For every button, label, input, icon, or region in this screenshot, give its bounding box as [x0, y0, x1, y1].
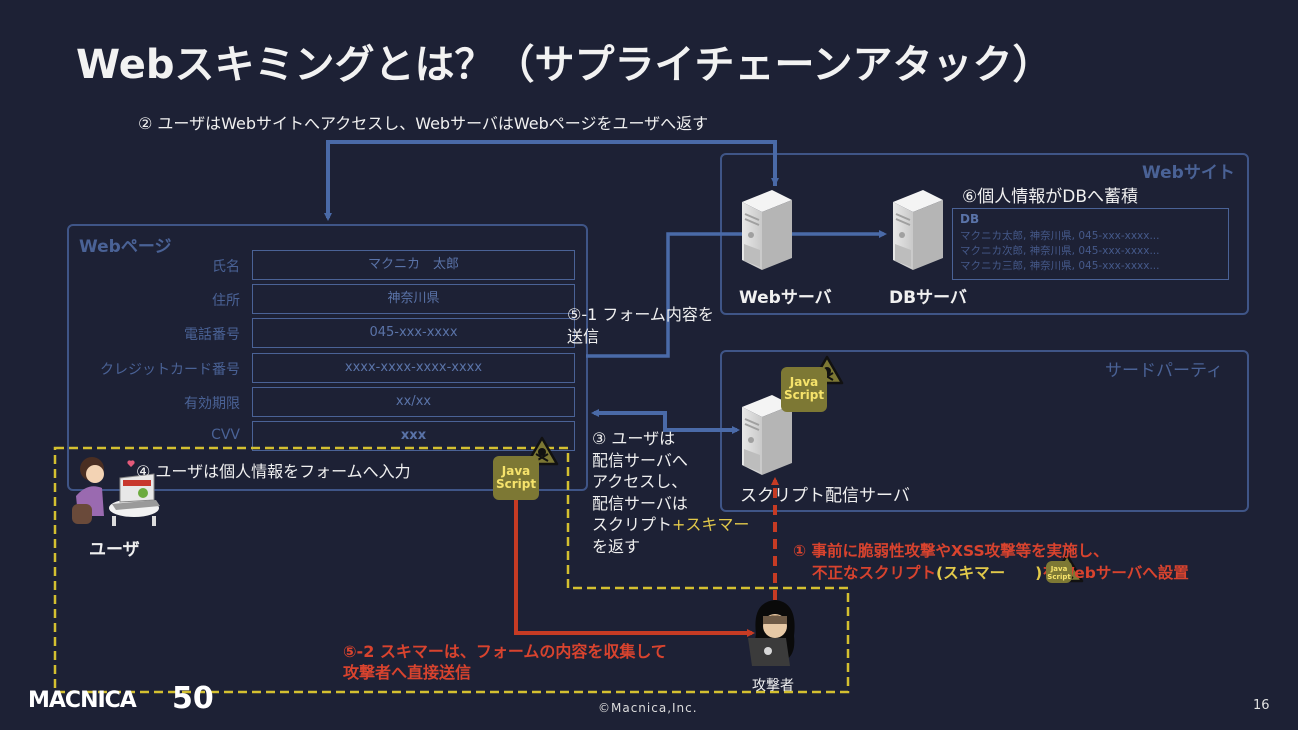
- js-badge-line1: Java: [501, 464, 531, 478]
- field-label: 電話番号: [184, 327, 240, 343]
- js-badge-line2: Script: [495, 477, 537, 491]
- db-server-icon: [892, 189, 944, 271]
- field-label: CVV: [211, 427, 240, 443]
- step5-1-caption: ⑤-1 フォーム内容を 送信: [567, 304, 714, 348]
- address-field[interactable]: 神奈川県: [252, 284, 575, 314]
- step2-arrow: [324, 140, 777, 221]
- script-server-label: スクリプト配信サーバ: [740, 486, 910, 506]
- db-row: マクニカ太郎, 神奈川県, 045-xxx-xxxx...: [960, 230, 1160, 242]
- db-row: マクニカ次郎, 神奈川県, 045-xxx-xxxx...: [960, 245, 1160, 257]
- caption-text: スクリプト: [592, 515, 673, 534]
- step6-caption: ⑥個人情報がDBへ蓄積: [962, 187, 1138, 207]
- copyright: ©Macnica,Inc.: [598, 701, 698, 715]
- step5-2-arrow: [514, 500, 755, 637]
- skimmer-highlight: ): [1035, 564, 1043, 582]
- expiry-field[interactable]: xx/xx: [252, 387, 575, 417]
- caption-line: ⑤-1 フォーム内容を: [567, 305, 714, 324]
- skimmer-highlight: +スキマー: [672, 515, 750, 534]
- caption-line: 配信サーバは: [592, 493, 688, 513]
- step1-caption-line1: ① 事前に脆弱性攻撃やXSS攻撃等を実施し、: [793, 542, 1109, 560]
- js-badge-line1: Java: [789, 375, 819, 389]
- field-label: クレジットカード番号: [100, 362, 240, 378]
- step3-arrow-right: [663, 413, 740, 434]
- caption-line: アクセスし、: [592, 472, 688, 491]
- db-table: [952, 208, 1229, 280]
- field-label: 住所: [212, 293, 240, 309]
- javascript-skimmer-badge: Java Script: [493, 456, 539, 500]
- skimmer-highlight: (スキマー: [936, 564, 1006, 582]
- db-row: マクニカ三郎, 神奈川県, 045-xxx-xxxx...: [960, 260, 1160, 272]
- third-party-label: サードパーティ: [1105, 361, 1223, 381]
- caption-line: ⑤-2 スキマーは、フォームの内容を収集して: [343, 642, 667, 661]
- slide-title: Webスキミングとは？（サプライチェーンアタック）: [76, 42, 1053, 88]
- step1-caption-line2: 不正なスクリプト(スキマー)をWebサーバへ設置: [812, 561, 1189, 583]
- caption-line: を返す: [592, 536, 641, 556]
- step2-caption: ② ユーザはWebサイトへアクセスし、WebサーバはWebページをユーザへ返す: [138, 114, 709, 133]
- page-number: 16: [1253, 698, 1270, 713]
- db-server-label: DBサーバ: [889, 288, 967, 308]
- user-label: ユーザ: [89, 540, 140, 560]
- caption-line: 攻撃者へ直接送信: [343, 663, 472, 682]
- 50th-anniversary-logo: 50: [172, 681, 214, 716]
- js-badge-line1: Java: [1050, 565, 1068, 573]
- caption-line: 送信: [567, 327, 600, 346]
- skimmer-scope-dashed: [53, 446, 850, 694]
- js-badge-line2: Script: [783, 388, 825, 402]
- web-server-icon: [741, 189, 793, 271]
- caption-text: 不正なスクリプト: [812, 564, 937, 582]
- javascript-script-badge: Java Script: [781, 367, 827, 412]
- attacker-illustration: [748, 600, 795, 666]
- name-field[interactable]: マクニカ 太郎: [252, 250, 575, 280]
- website-label: Webサイト: [1142, 163, 1235, 183]
- caption-line: ③ ユーザは: [592, 429, 676, 448]
- javascript-inline-badge: Java Script: [1046, 561, 1072, 583]
- field-label: 氏名: [212, 259, 240, 275]
- phone-field[interactable]: 045-xxx-xxxx: [252, 318, 575, 348]
- caption-text: をWebサーバへ設置: [1042, 564, 1189, 582]
- webpage-label: Webページ: [79, 237, 172, 257]
- credit-card-field[interactable]: xxxx-xxxx-xxxx-xxxx: [252, 353, 575, 383]
- cvv-field[interactable]: xxx: [252, 421, 575, 451]
- db-title: DB: [960, 212, 980, 226]
- step4-caption: ④ ユーザは個人情報をフォームへ入力: [136, 462, 411, 481]
- web-server-label: Webサーバ: [739, 288, 832, 308]
- attacker-label: 攻撃者: [752, 678, 794, 694]
- caption-line: スクリプト+スキマー: [592, 514, 749, 536]
- caption-line: 配信サーバへ: [592, 450, 688, 470]
- user-illustration: [72, 457, 160, 526]
- field-label: 有効期限: [184, 396, 240, 412]
- macnica-logo: MACNICA: [28, 688, 137, 713]
- js-badge-line2: Script: [1047, 573, 1071, 581]
- step5-2-caption: ⑤-2 スキマーは、フォームの内容を収集して 攻撃者へ直接送信: [343, 641, 667, 683]
- step3-caption: ③ ユーザは 配信サーバへ アクセスし、 配信サーバは スクリプト+スキマー を…: [592, 428, 749, 557]
